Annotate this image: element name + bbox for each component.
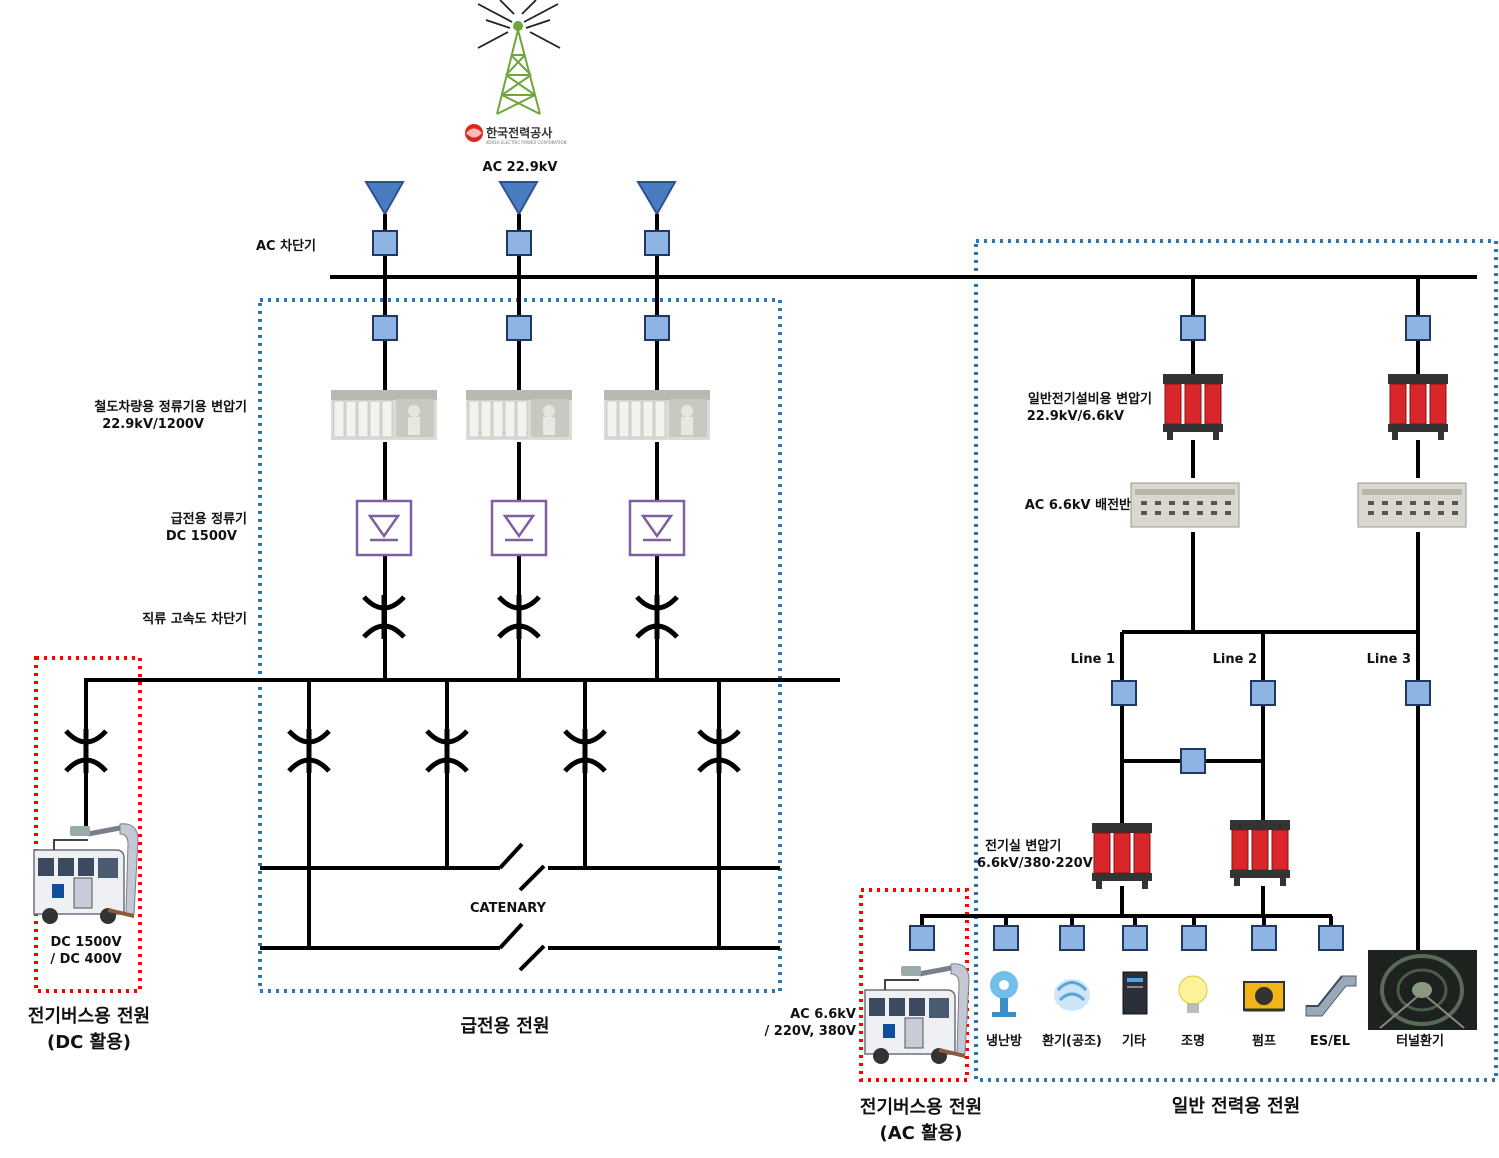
rectifier-transformer-icon <box>330 389 711 441</box>
load-label-pump: 펌프 <box>1252 1033 1276 1049</box>
computer-tower-icon <box>1122 971 1148 1015</box>
general-section-box <box>974 239 1498 1082</box>
svg-text:KOREA ELECTRIC POWER CORPORATI: KOREA ELECTRIC POWER CORPORATION <box>486 140 567 145</box>
load-label-etc: 기타 <box>1122 1033 1146 1049</box>
electric-bus-ac-icon <box>865 964 969 1064</box>
dc-breaker-label: 직류 고속도 차단기 <box>142 611 247 627</box>
general-transformer-rating: 22.9kV/6.6kV <box>1027 409 1124 424</box>
line1-label: Line 1 <box>1071 652 1115 667</box>
catenary-label: CATENARY <box>470 901 547 916</box>
feeding-section-title: 급전용 전원 <box>460 1016 549 1037</box>
svg-text:한국전력공사: 한국전력공사 <box>486 125 552 140</box>
load-label-lighting: 조명 <box>1181 1033 1205 1049</box>
rectifier-rating: DC 1500V <box>166 529 237 544</box>
kepco-logo: 한국전력공사 KOREA ELECTRIC POWER CORPORATION <box>465 124 567 145</box>
dc-bus-section-subtitle: (DC 활용) <box>47 1032 131 1053</box>
rectifier-label: 급전용 정류기 <box>171 511 247 527</box>
ac-bus-section-subtitle: (AC 활용) <box>880 1123 963 1144</box>
room-transformer-label: 전기실 변압기 <box>985 838 1061 854</box>
rectifier-icon <box>355 499 686 557</box>
load-label-heating: 냉난방 <box>986 1033 1022 1049</box>
dc-bus-section-title: 전기버스용 전원 <box>28 1006 150 1027</box>
ac-breaker-icon <box>372 230 1431 951</box>
signal-waves-icon <box>477 0 561 49</box>
tunnel-icon <box>1368 950 1477 1030</box>
general-section-title: 일반 전력용 전원 <box>1172 1096 1300 1117</box>
dc-bus-section-box <box>34 656 142 993</box>
general-transformer-label: 일반전기설비용 변압기 <box>1028 391 1152 407</box>
switchboard-icon <box>1130 482 1467 528</box>
antenna-icon <box>513 21 523 31</box>
ac-breaker-label: AC 차단기 <box>256 238 316 254</box>
line2-label: Line 2 <box>1213 652 1257 667</box>
switchboard-label: AC 6.6kV 배전반 <box>1025 497 1131 513</box>
ac-bus-voltage-label-2: / 220V, 380V <box>765 1024 856 1039</box>
load-label-ventilation: 환기(공조) <box>1042 1033 1102 1049</box>
ventilation-icon <box>1054 979 1090 1011</box>
rect-transformer-label: 철도차량용 정류기용 변압기 <box>94 399 247 415</box>
escalator-icon <box>1305 975 1357 1017</box>
electric-bus-dc-icon <box>34 824 138 924</box>
transmission-tower-icon <box>496 29 541 115</box>
pump-icon <box>1243 981 1285 1012</box>
load-label-escalator: ES/EL <box>1310 1034 1350 1049</box>
source-voltage-label: AC 22.9kV <box>483 160 558 175</box>
line3-label: Line 3 <box>1367 652 1411 667</box>
ac-bus-voltage-label: AC 6.6kV <box>790 1007 856 1022</box>
ac-bus-section-title: 전기버스용 전원 <box>860 1097 982 1118</box>
light-bulb-icon <box>1178 975 1208 1013</box>
rect-transformer-rating: 22.9kV/1200V <box>102 417 204 432</box>
load-label-tunnel-ventilation: 터널환기 <box>1396 1033 1444 1049</box>
dc-bus-voltage-label: DC 1500V <box>50 935 121 950</box>
room-transformer-rating: 6.6kV/380·220V <box>977 856 1093 871</box>
dc-bus-voltage-label-2: / DC 400V <box>50 952 121 967</box>
fan-icon <box>990 971 1018 1017</box>
source-terminal-icon <box>364 181 677 216</box>
feeding-section-box <box>258 298 782 993</box>
